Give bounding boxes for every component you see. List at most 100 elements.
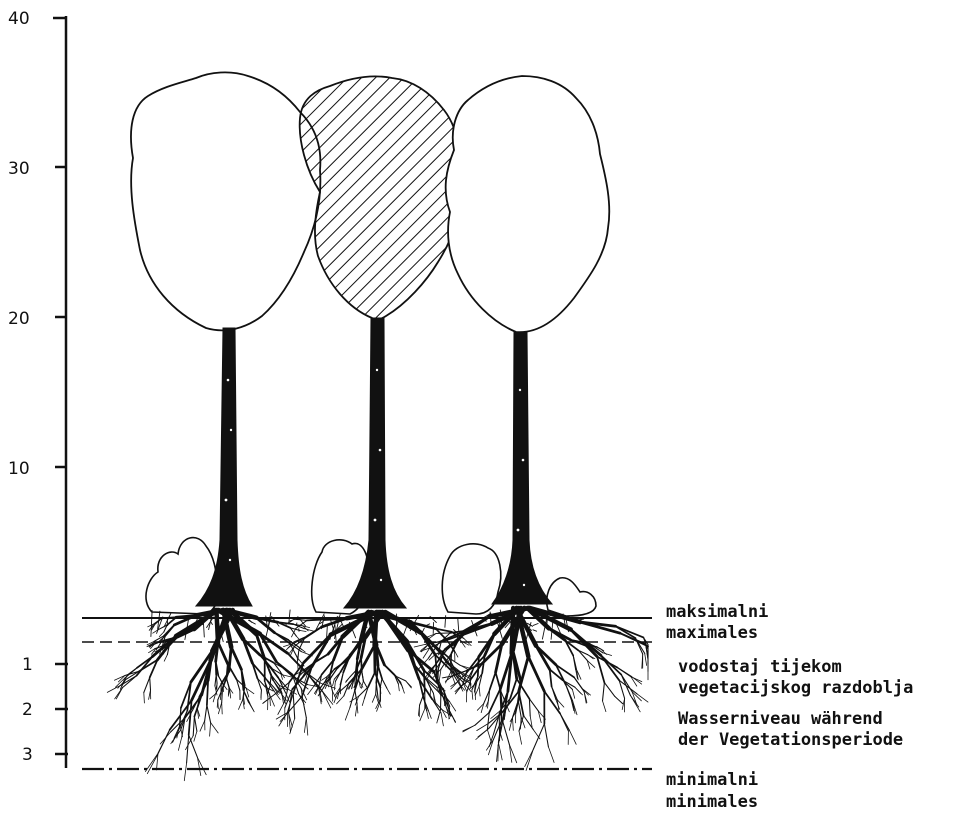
root-segment <box>260 655 272 669</box>
root-segment <box>306 718 308 736</box>
root-segment <box>211 723 219 733</box>
root-segment <box>529 699 530 716</box>
root-segment <box>472 690 473 700</box>
root-segment <box>294 619 307 620</box>
root-segment <box>158 730 170 754</box>
root-segment <box>180 708 181 726</box>
tree-crown-left <box>131 72 320 330</box>
root-segment <box>489 689 500 713</box>
root-segment <box>451 653 452 672</box>
root-segment <box>307 627 322 637</box>
height-axis <box>53 16 66 622</box>
root-segment <box>441 713 443 726</box>
root-segment <box>333 679 335 686</box>
root-segment <box>603 683 605 701</box>
root-segment <box>548 747 554 763</box>
root-segment <box>218 676 223 684</box>
root-segment <box>503 721 510 744</box>
tree-trunk-right <box>492 332 552 604</box>
root-segment <box>324 618 346 619</box>
root-segment <box>475 713 489 726</box>
root-segment <box>228 687 229 694</box>
label-season-de-1: Wasserniveau während <box>678 709 883 729</box>
root-segment <box>144 678 150 693</box>
root-segment <box>300 631 306 632</box>
root-segment <box>615 696 623 703</box>
label-maximum-hr: maksimalni <box>666 602 768 622</box>
root-segment <box>200 721 205 732</box>
root-segment <box>263 694 275 703</box>
root-segment <box>107 685 120 692</box>
root-segment <box>436 633 450 634</box>
root-segment <box>582 689 588 696</box>
root-segment <box>368 672 375 687</box>
label-season-hr-2: vegetacijskog razdoblja <box>678 678 913 698</box>
shrub-4 <box>547 578 596 616</box>
root-segment <box>249 702 254 710</box>
root-segment <box>194 731 197 741</box>
root-segment <box>322 691 331 708</box>
root-segment <box>487 730 491 742</box>
root-segment <box>278 702 285 715</box>
root-segment <box>207 705 211 723</box>
root-segment <box>387 688 390 694</box>
root-segment <box>398 684 399 691</box>
root-segment <box>428 711 431 719</box>
root-segment <box>144 693 145 703</box>
root-segment <box>211 622 213 625</box>
label-minimum-hr: minimalni <box>666 770 758 790</box>
root-segment <box>550 669 552 686</box>
label-season-de-2: der Vegetationsperiode <box>678 730 903 750</box>
tick-label-10: 10 <box>8 459 30 479</box>
root-segment <box>178 737 182 751</box>
tick-label-30: 30 <box>8 159 30 179</box>
root-segment <box>458 619 459 632</box>
root-segment <box>210 723 211 737</box>
root-segment <box>276 712 289 719</box>
root-segment <box>490 672 496 689</box>
root-segment <box>420 709 425 721</box>
root-segment <box>569 730 576 744</box>
label-maximum-de: maximales <box>666 623 758 643</box>
root-segment <box>184 763 186 781</box>
root-segment <box>406 681 412 688</box>
tick-label-40: 40 <box>8 9 30 29</box>
root-segment <box>603 701 606 712</box>
root-segment <box>533 630 537 631</box>
root-segment <box>560 713 568 731</box>
root-segment <box>189 735 198 757</box>
root-segment <box>603 653 612 656</box>
root-segment <box>528 657 544 692</box>
root-segment <box>187 735 189 763</box>
root-segment <box>382 679 387 689</box>
root-segment <box>513 701 519 717</box>
root-segment <box>239 699 243 709</box>
root-segment <box>296 623 297 626</box>
label-season-hr-1: vodostaj tijekom <box>678 657 842 677</box>
root-segment <box>363 681 367 688</box>
root-segment <box>217 700 218 708</box>
root-segment <box>304 718 306 733</box>
root-segment <box>401 682 403 688</box>
root-segment <box>604 683 614 697</box>
root-segment <box>487 713 489 730</box>
root-system <box>107 608 648 781</box>
root-segment <box>378 666 382 679</box>
root-segment <box>479 686 480 696</box>
root-segment <box>526 749 533 770</box>
root-segment <box>496 672 501 690</box>
tree-crown-right <box>446 76 610 332</box>
tick-label-2: 2 <box>22 700 33 720</box>
root-segment <box>509 717 512 730</box>
root-segment <box>147 756 156 773</box>
label-minimum-de: minimales <box>666 792 758 812</box>
root-segment <box>329 678 332 691</box>
root-segment <box>340 673 343 688</box>
root-segment <box>302 696 306 718</box>
tick-label-3: 3 <box>22 745 33 765</box>
root-segment <box>552 687 556 700</box>
root-segment <box>438 710 441 720</box>
root-segment <box>372 694 375 702</box>
root-segment <box>171 730 181 744</box>
root-segment <box>160 732 170 744</box>
